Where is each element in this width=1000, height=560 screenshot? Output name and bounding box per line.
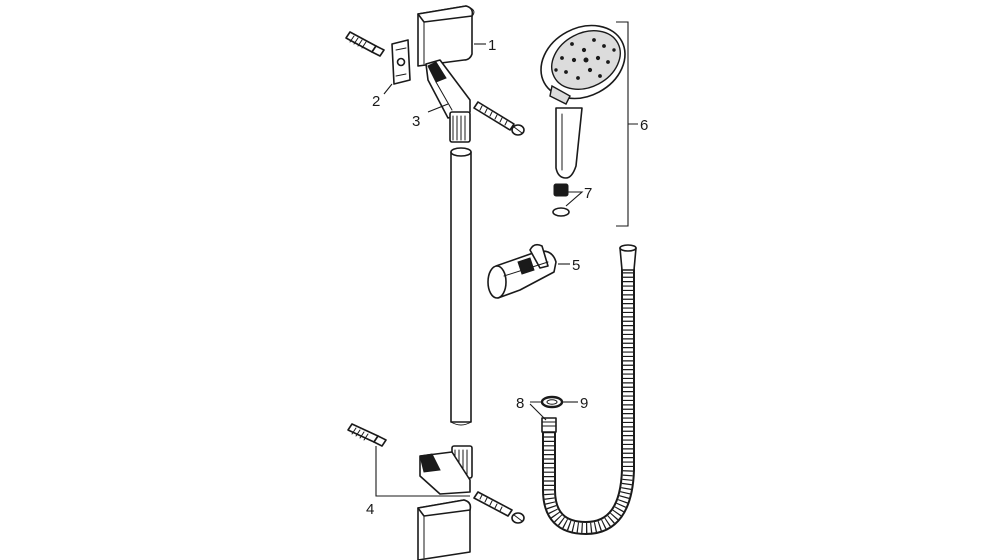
callout-7-leader <box>565 191 584 207</box>
callout-6-bracket <box>616 21 638 227</box>
shower-rail-part <box>450 147 472 426</box>
callout-8-leader <box>529 401 547 421</box>
callout-5: 5 <box>572 257 580 274</box>
lower-rail-holder-part <box>419 445 473 495</box>
hand-shower-part <box>540 24 626 179</box>
callout-2-leader <box>383 83 393 95</box>
upper-dowel-part <box>345 31 385 57</box>
callout-6: 6 <box>640 117 648 134</box>
callout-3-leader <box>427 103 449 113</box>
flow-limiter-part <box>552 183 570 217</box>
lower-screw-part <box>473 491 525 524</box>
hose-washer-part <box>540 395 564 409</box>
callout-7: 7 <box>584 185 592 202</box>
lower-cap-part <box>417 499 472 560</box>
shower-hose-part <box>541 244 637 535</box>
upper-wall-plate-part <box>391 39 411 85</box>
upper-screw-part <box>473 101 525 136</box>
callout-8: 8 <box>516 395 524 412</box>
lower-dowel-part <box>347 423 387 447</box>
upper-cap-part <box>417 5 475 67</box>
callout-4-bracket <box>375 446 470 497</box>
upper-rail-holder-part <box>425 59 471 143</box>
callout-9: 9 <box>580 395 588 412</box>
callout-1: 1 <box>488 37 496 54</box>
callout-3: 3 <box>412 113 420 130</box>
spray-nozzles <box>554 38 616 80</box>
rail-slider-part <box>487 243 557 299</box>
callout-2: 2 <box>372 93 380 110</box>
callout-4: 4 <box>366 501 374 518</box>
